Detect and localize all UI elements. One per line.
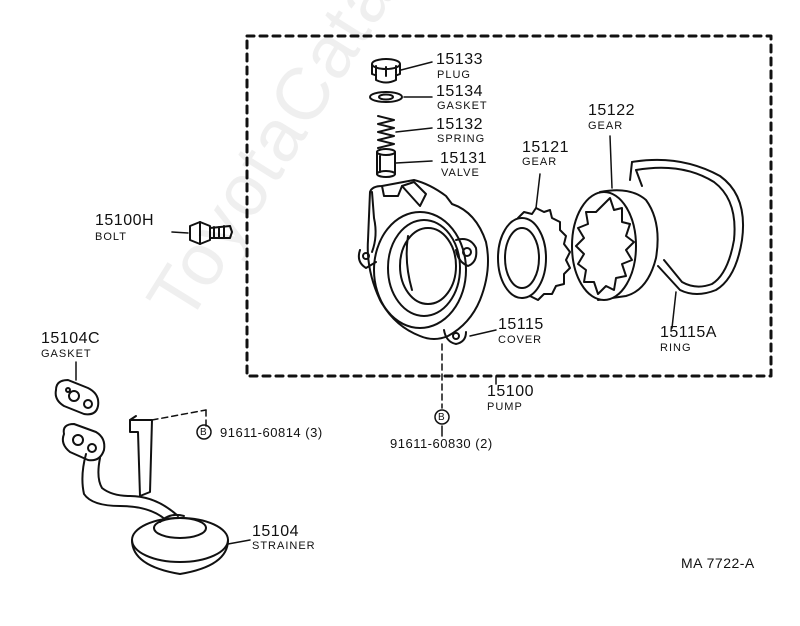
ring-part-name: RING xyxy=(660,342,692,354)
pump-assembly-frame xyxy=(245,34,773,378)
plug-gasket-part-number: 15134 xyxy=(436,83,483,100)
upper-leaders xyxy=(395,61,433,164)
ring-part-number: 15115A xyxy=(660,324,717,341)
strainer-part-name: STRAINER xyxy=(252,540,316,552)
pump-body-part xyxy=(357,179,489,345)
o-ring-part xyxy=(631,158,744,295)
bolt-ref-marker-cover xyxy=(434,409,450,425)
valve-part-name: VALVE xyxy=(441,167,480,179)
bolt-ref-marker-strainer xyxy=(196,424,212,440)
inner-gear-part xyxy=(497,207,571,301)
pump-bolt-part-number: 15100H xyxy=(95,212,155,229)
pump-part-name: PUMP xyxy=(487,401,523,413)
outer-gear-part xyxy=(571,189,659,301)
leaders xyxy=(75,135,677,545)
plug-gasket-part-name: GASKET xyxy=(437,100,488,112)
pump-part-number: 15100 xyxy=(487,383,534,400)
spring-part-name: SPRING xyxy=(437,133,486,145)
spring-part-number: 15132 xyxy=(436,116,483,133)
spring-part xyxy=(377,115,395,149)
bolt-ref-letter: B xyxy=(438,412,445,423)
strainer-part-number: 15104 xyxy=(252,523,299,540)
pump-bolt-part-name: BOLT xyxy=(95,231,127,243)
plug-part-name: PLUG xyxy=(437,69,471,81)
cover-part-name: COVER xyxy=(498,334,543,346)
strainer-gasket-part-name: GASKET xyxy=(41,348,92,360)
plug-gasket-part xyxy=(369,91,403,103)
strainer-part xyxy=(61,409,229,575)
outer-gear-part-name: GEAR xyxy=(588,120,624,132)
strainer-bolt-ref: 91611-60814 (3) xyxy=(220,425,323,440)
pump-bolt-part xyxy=(189,221,233,245)
inner-gear-part-number: 15121 xyxy=(522,139,569,156)
valve-part xyxy=(376,148,396,178)
cover-bolt-ref: 91611-60830 (2) xyxy=(390,436,493,451)
bolt-ref-letter: B xyxy=(200,427,207,438)
cover-part-number: 15115 xyxy=(498,316,544,333)
outer-gear-part-number: 15122 xyxy=(588,102,635,119)
strainer-gasket-part xyxy=(54,379,100,416)
valve-part-number: 15131 xyxy=(440,150,487,167)
diagram-code: MA 7722-A xyxy=(681,555,755,571)
strainer-gasket-part-number: 15104C xyxy=(41,330,101,347)
plug-part xyxy=(371,58,401,84)
inner-gear-part-name: GEAR xyxy=(522,156,558,168)
plug-part-number: 15133 xyxy=(436,51,483,68)
